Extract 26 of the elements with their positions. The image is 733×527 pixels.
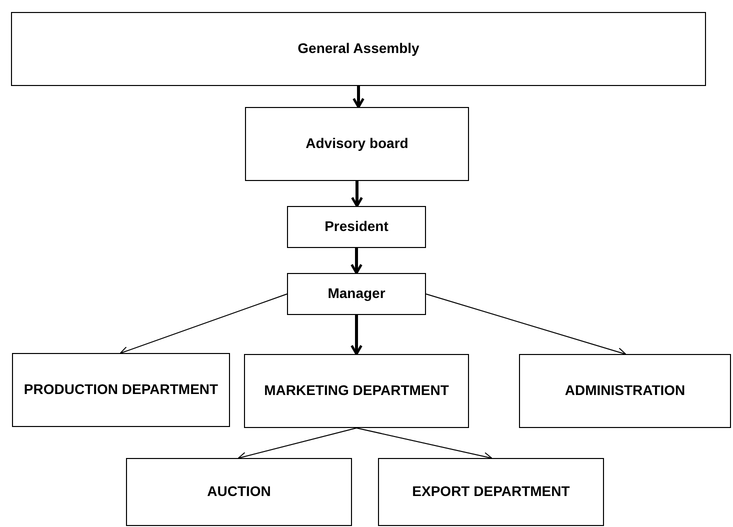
arrow xyxy=(426,294,626,356)
arrow xyxy=(350,248,362,274)
org-box xyxy=(126,458,352,526)
arrow xyxy=(351,181,363,208)
org-box xyxy=(378,458,604,526)
org-box xyxy=(11,12,706,86)
org-box xyxy=(12,353,230,427)
arrow xyxy=(356,428,492,461)
box-label: MARKETING DEPARTMENT xyxy=(264,381,449,400)
org-box xyxy=(519,354,731,428)
box-label: President xyxy=(324,217,388,236)
box-label: Advisory board xyxy=(306,134,408,154)
box-label: EXPORT DEPARTMENT xyxy=(412,482,570,502)
arrow xyxy=(120,294,288,355)
arrow xyxy=(350,315,362,356)
org-box xyxy=(244,354,469,428)
box-label: General Assembly xyxy=(298,39,420,58)
box-label: ADMINISTRATION xyxy=(564,381,686,400)
org-box xyxy=(287,273,426,315)
box-label: Manager xyxy=(328,284,386,304)
arrow xyxy=(352,86,364,108)
org-box xyxy=(287,206,426,248)
arrow xyxy=(238,428,357,461)
box-label: AUCTION xyxy=(207,482,271,502)
box-label: PRODUCTION DEPARTMENT xyxy=(24,380,218,400)
org-box xyxy=(245,107,469,181)
